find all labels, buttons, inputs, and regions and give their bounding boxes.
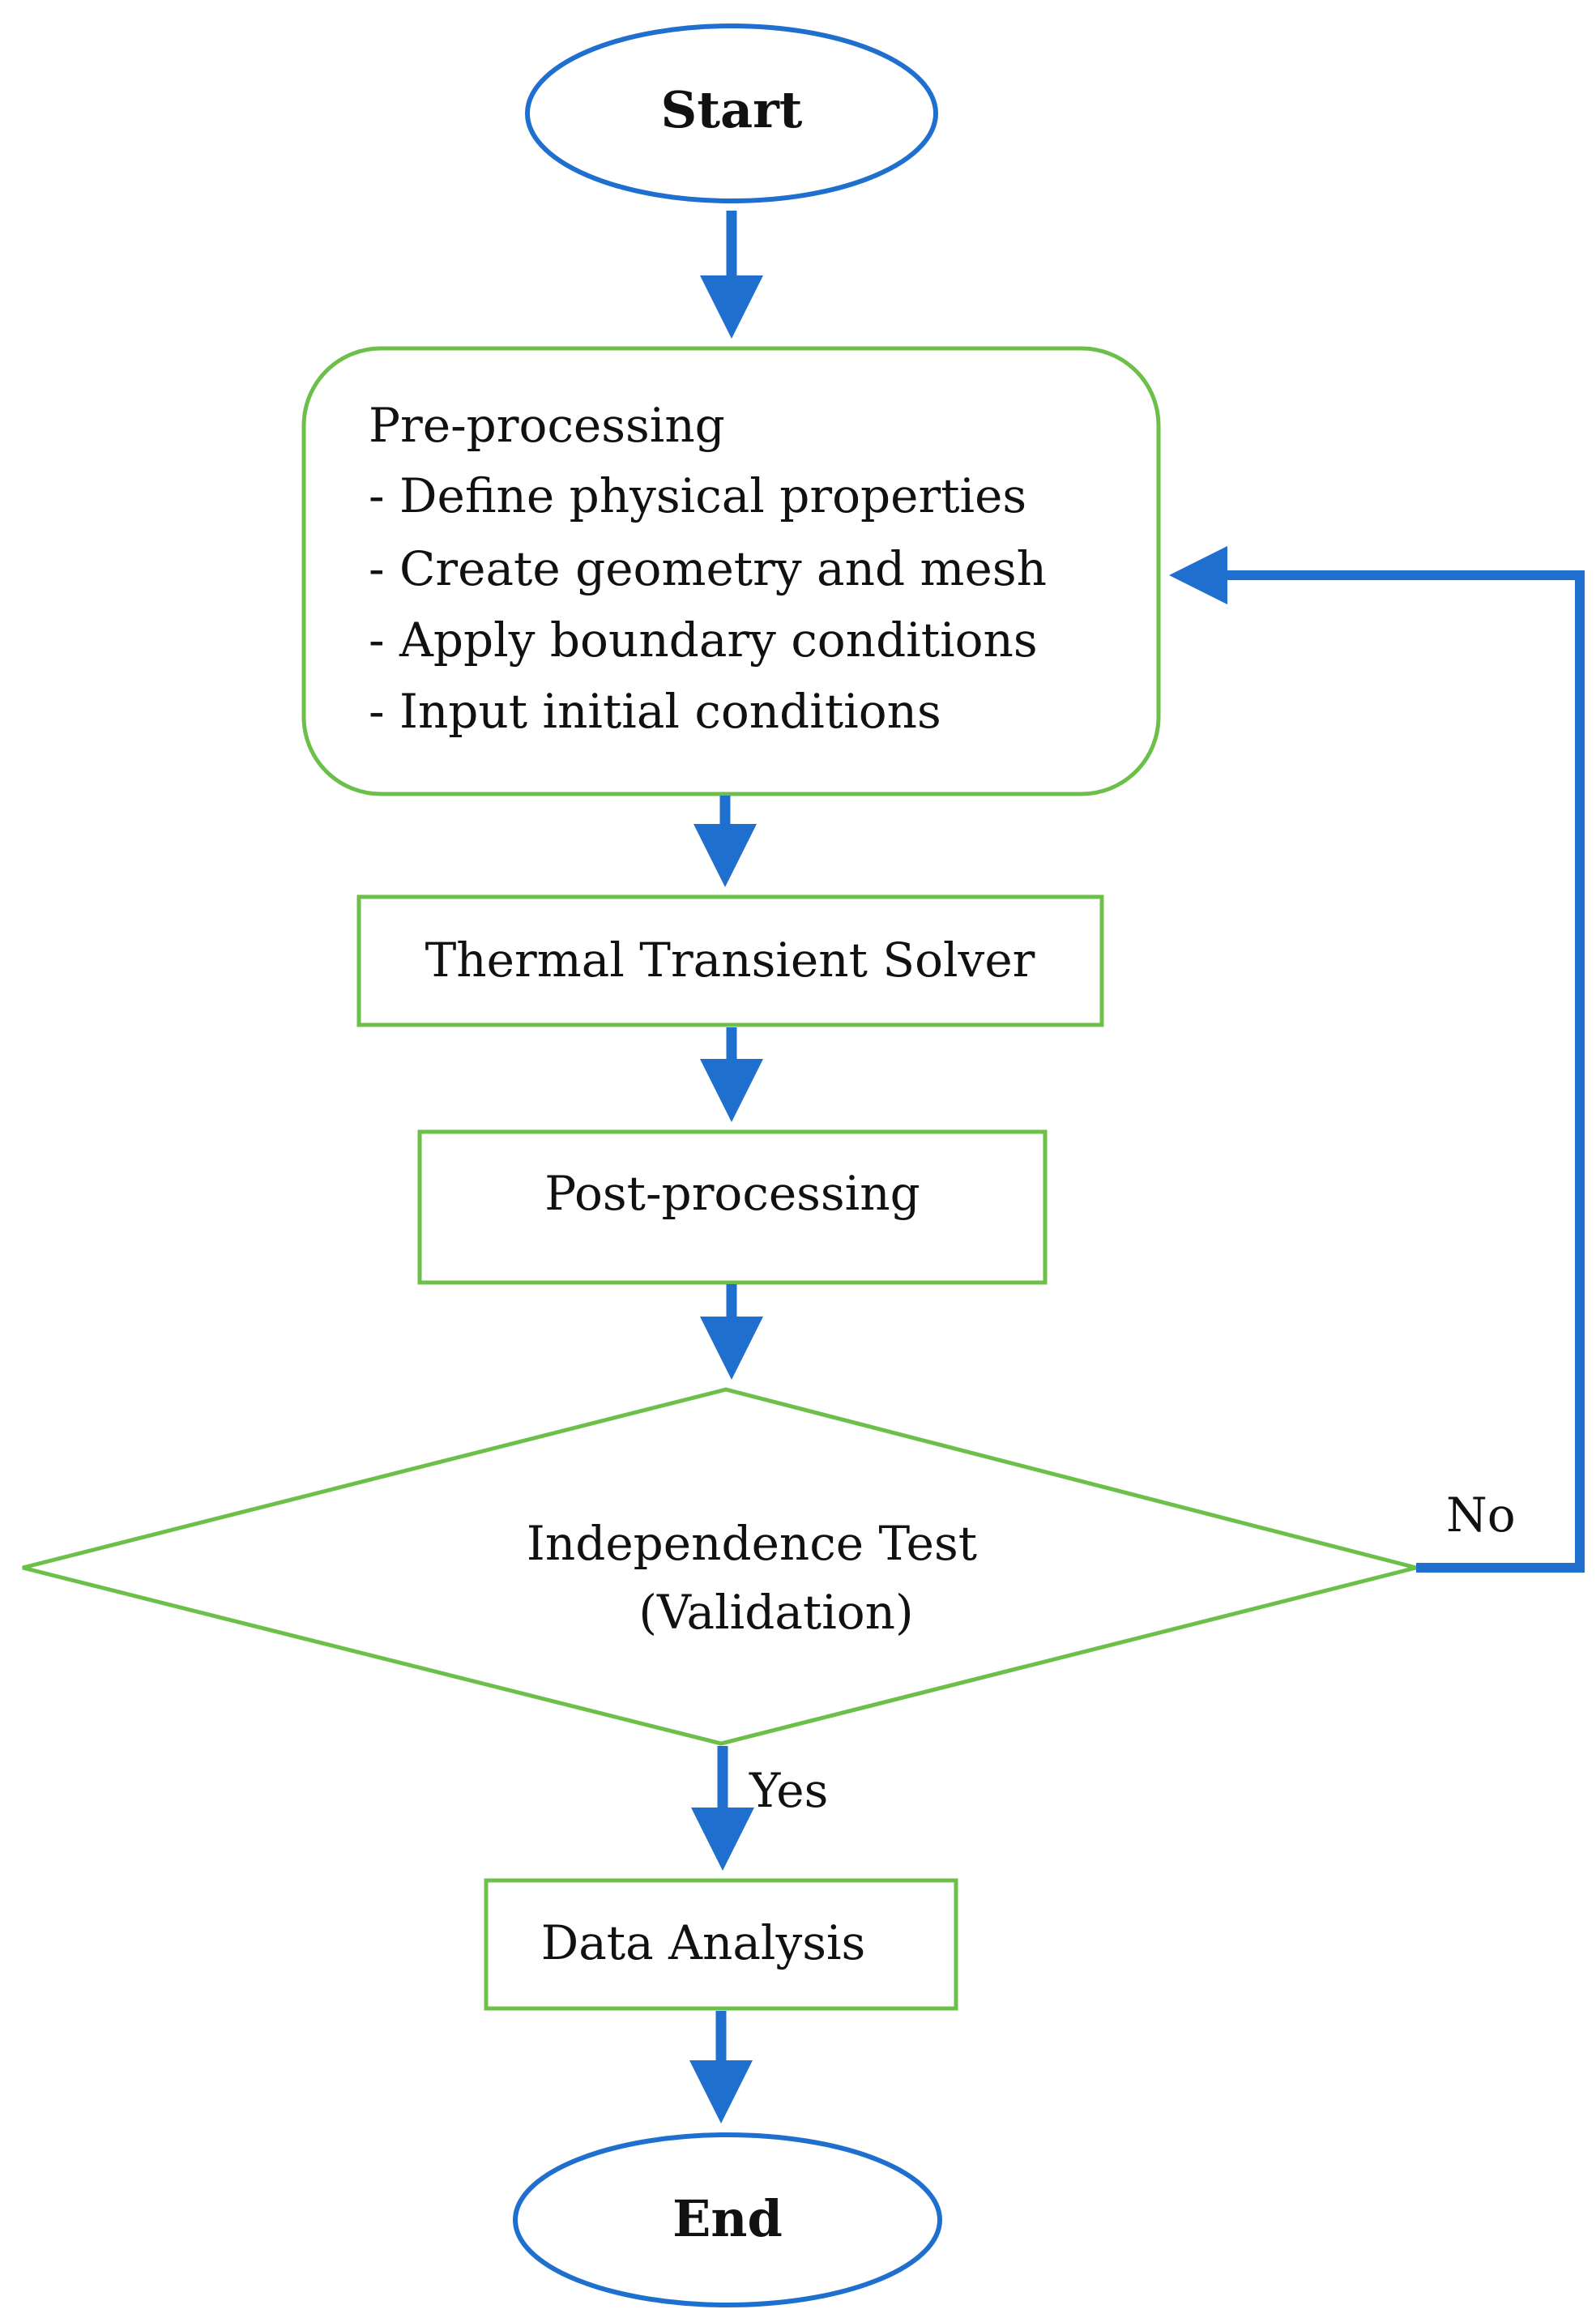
decision-line-1: Independence Test: [527, 1516, 977, 1571]
postprocessing-label: Post-processing: [544, 1166, 920, 1221]
start-node: Start: [525, 23, 938, 203]
start-label: Start: [661, 80, 803, 139]
decision-node: Independence Test (Validation): [22, 1387, 1417, 1746]
postprocessing-node: Post-processing: [417, 1129, 1048, 1285]
analysis-node: Data Analysis: [484, 1878, 958, 2011]
end-shape: [513, 2132, 942, 2307]
preprocessing-item-2: - Create geometry and mesh: [369, 541, 1047, 596]
start-shape: [525, 23, 938, 203]
no-label: No: [1446, 1488, 1516, 1543]
solver-shape: [356, 894, 1104, 1027]
yes-label: Yes: [749, 1763, 828, 1818]
postprocessing-shape: [417, 1129, 1048, 1285]
analysis-label: Data Analysis: [541, 1915, 866, 1970]
preprocessing-item-4: - Input initial conditions: [369, 684, 941, 739]
preprocessing-title: Pre-processing: [369, 398, 725, 453]
preprocessing-item-3: - Apply boundary conditions: [369, 613, 1038, 668]
end-node: End: [513, 2132, 942, 2307]
preprocessing-node: Pre-processing - Define physical propert…: [301, 346, 1161, 796]
preprocessing-shape: [301, 346, 1161, 796]
preprocessing-item-1: - Define physical properties: [369, 468, 1026, 523]
solver-label: Thermal Transient Solver: [425, 933, 1035, 988]
analysis-shape: [484, 1878, 958, 2011]
arrow-no-loop: [1169, 546, 1585, 1573]
decision-line-2: (Validation): [638, 1585, 913, 1640]
solver-node: Thermal Transient Solver: [356, 894, 1104, 1027]
decision-shape: [22, 1387, 1417, 1746]
end-label: End: [672, 2189, 783, 2248]
